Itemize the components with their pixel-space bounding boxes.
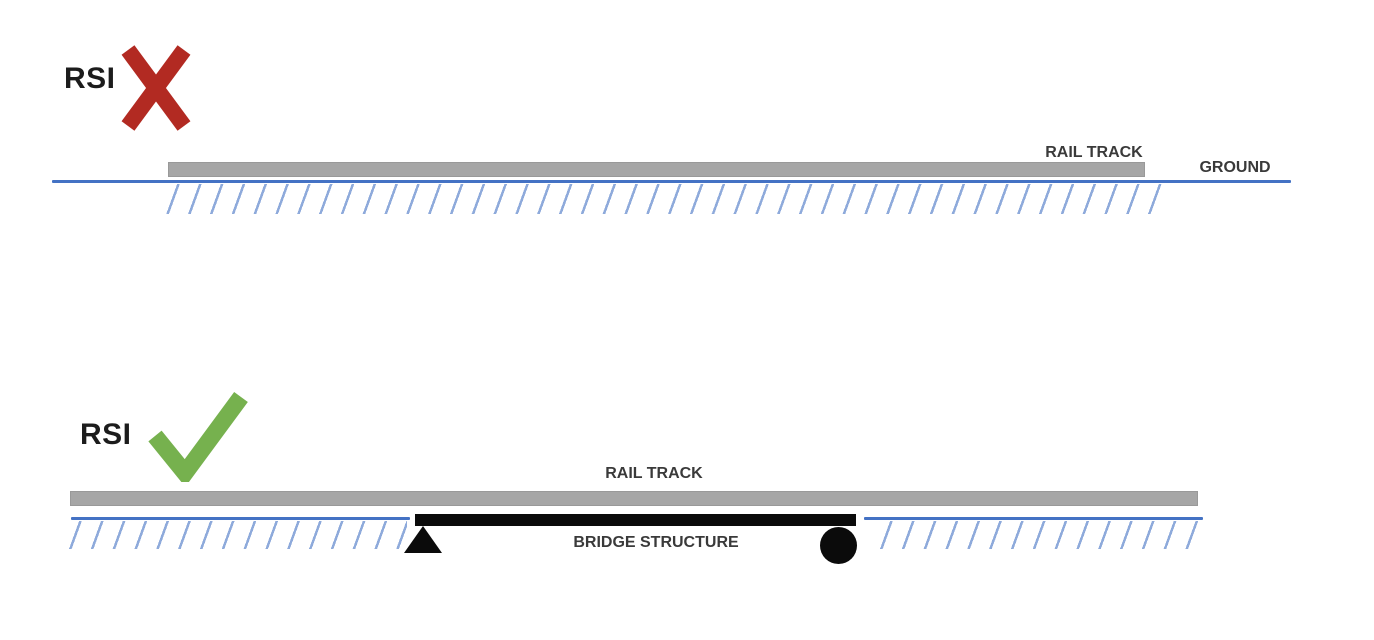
ground-label: GROUND xyxy=(1199,159,1271,176)
rail-track-label: RAIL TRACK xyxy=(1045,144,1143,161)
rail-track-bar xyxy=(70,491,1198,506)
rail-track-bar xyxy=(168,162,1145,177)
check-icon xyxy=(146,390,248,482)
pin-support-icon xyxy=(404,526,442,553)
ground-hatch xyxy=(158,184,1168,214)
ground-hatch-right xyxy=(871,521,1200,549)
roller-support-icon xyxy=(820,527,857,564)
cross-icon xyxy=(120,45,192,131)
ground-line xyxy=(52,180,1291,183)
bridge-structure-label: BRIDGE STRUCTURE xyxy=(573,534,739,551)
scenario-title: RSI xyxy=(80,418,132,451)
ground-line-right xyxy=(864,517,1203,520)
scenario-title: RSI xyxy=(64,62,116,95)
ground-line-left xyxy=(71,517,410,520)
rail-track-label: RAIL TRACK xyxy=(605,465,703,482)
ground-hatch-left xyxy=(60,521,407,549)
bridge-deck-bar xyxy=(415,514,856,526)
